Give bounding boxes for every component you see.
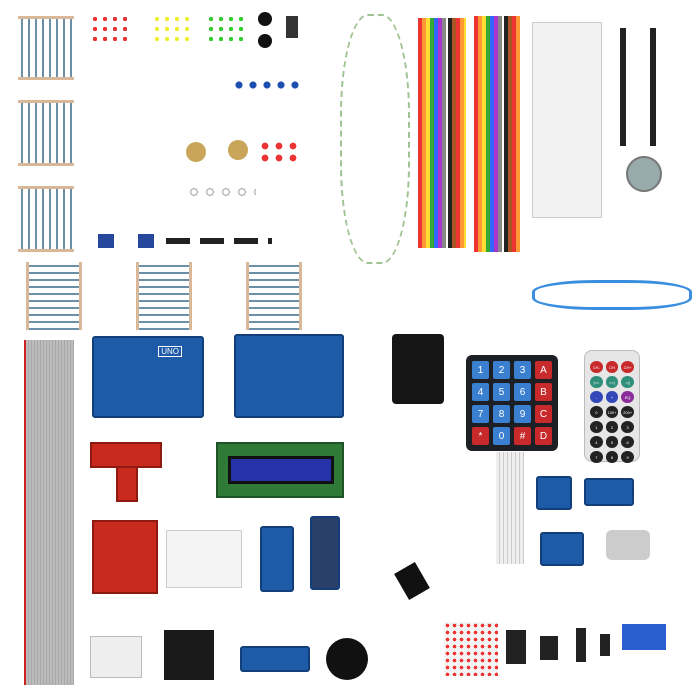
pin-headers (166, 238, 272, 244)
keypad-key: 1 (472, 361, 489, 379)
remote-button: 7 (590, 451, 603, 463)
red-leds (90, 14, 130, 44)
potentiometer (186, 142, 206, 162)
keypad-key: D (535, 427, 552, 445)
servo-motor (622, 624, 666, 650)
keypad-key: 5 (493, 383, 510, 401)
yellow-leds (152, 14, 192, 44)
nuts (186, 186, 256, 198)
resistor-strip (18, 100, 74, 166)
dc-motor (606, 530, 650, 560)
dupont-cable (418, 18, 466, 248)
remote-button: 100+ (605, 406, 619, 418)
sensor-module (98, 234, 114, 248)
driver-module (260, 526, 294, 592)
potentiometer (228, 140, 248, 160)
keypad-key: 0 (493, 427, 510, 445)
keypad-key: 9 (514, 405, 531, 423)
battery-holder (392, 334, 444, 404)
mini-breadboard (166, 530, 242, 588)
seven-segment-display (540, 636, 558, 660)
led-matrix (444, 622, 498, 676)
keypad-key: 3 (514, 361, 531, 379)
remote-button: 2 (605, 421, 619, 433)
seven-segment-4digit (506, 630, 526, 664)
push-buttons (232, 80, 302, 90)
keypad-key: 6 (514, 383, 531, 401)
remote-button: 200+ (621, 406, 634, 418)
stepper-motor (626, 156, 662, 192)
buzzer (258, 34, 272, 48)
lcd-screen (228, 456, 334, 484)
sound-sensor (240, 646, 310, 672)
joystick-module (164, 630, 214, 680)
pin-header (650, 28, 656, 146)
keypad-key: * (472, 427, 489, 445)
remote-button: - (590, 391, 603, 403)
t-cobbler-board (90, 442, 162, 468)
remote-button: 9 (621, 451, 634, 463)
keypad-key: 2 (493, 361, 510, 379)
ultrasonic-sensor (584, 478, 634, 506)
arduino-uno-board: UNO (92, 336, 204, 418)
resistor-strip (26, 262, 82, 330)
keypad-key: 4 (472, 383, 489, 401)
resistor-strip (18, 186, 74, 252)
resistor-strip (18, 16, 74, 80)
prototype-shield (234, 334, 344, 418)
usb-cable (532, 280, 692, 310)
ribbon-cable (24, 340, 74, 685)
keypad-key: A (535, 361, 552, 379)
buzzer (258, 12, 272, 26)
voltage-regulator (286, 16, 298, 38)
remote-button: |<< (590, 376, 603, 388)
remote-button: 4 (590, 436, 603, 448)
joystick-cap (326, 638, 368, 680)
keypad-key: # (514, 427, 531, 445)
keypad-key: 7 (472, 405, 489, 423)
remote-button: >>| (605, 376, 619, 388)
rtc-module (536, 476, 572, 510)
pin-header (620, 28, 626, 146)
keypad-key: 8 (493, 405, 510, 423)
button-caps (258, 140, 302, 164)
remote-button: 8 (605, 451, 619, 463)
uno-label: UNO (158, 346, 182, 357)
remote-button: EQ (621, 391, 634, 403)
breadboard (532, 22, 602, 218)
remote-button: CH (605, 361, 619, 373)
lcd-1602 (216, 442, 344, 498)
remote-button: 3 (621, 421, 634, 433)
jumper-wires-bundle (340, 14, 410, 264)
dc-jack (394, 562, 430, 600)
keypad-key: C (535, 405, 552, 423)
sensor-module (138, 234, 154, 248)
pir-sensor (90, 636, 142, 678)
i2c-adapter (310, 516, 340, 590)
motor-driver-l298n (92, 520, 158, 594)
resistor-strip (136, 262, 192, 330)
dupont-cable (474, 16, 520, 252)
ic-chip (600, 634, 610, 656)
green-leds (206, 14, 246, 44)
ic-chip (576, 628, 586, 662)
remote-button: 0 (590, 406, 603, 418)
resistor-strip (246, 262, 302, 330)
remote-button: + (605, 391, 619, 403)
remote-button: >|| (621, 376, 634, 388)
relay-module (540, 532, 584, 566)
t-cobbler-stem (116, 466, 138, 502)
remote-button: 1 (590, 421, 603, 433)
remote-button: 6 (621, 436, 634, 448)
remote-button: CH- (590, 361, 603, 373)
remote-button: CH+ (621, 361, 634, 373)
remote-button: 5 (605, 436, 619, 448)
keypad-key: B (535, 383, 552, 401)
keypad-ribbon (496, 452, 524, 564)
